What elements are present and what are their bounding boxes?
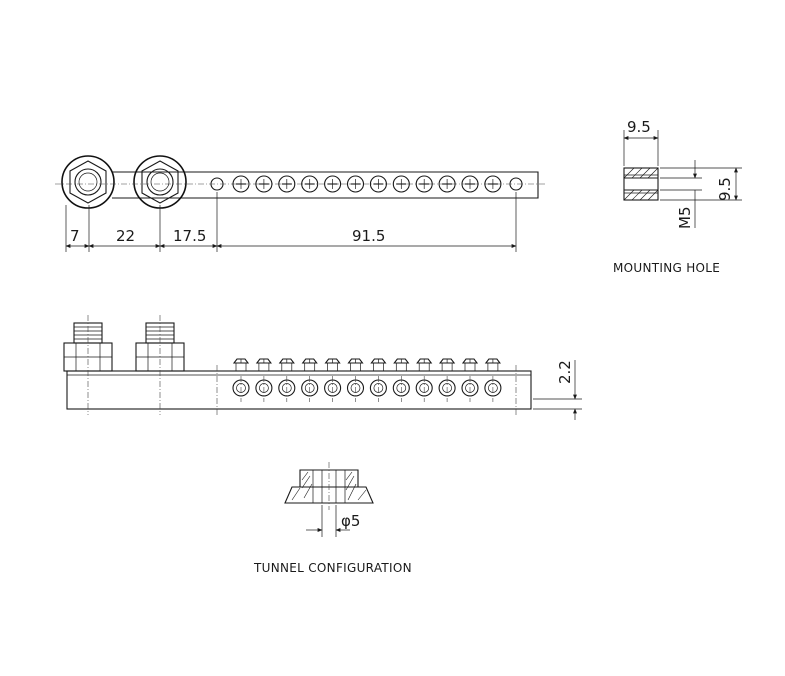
dim-mount-height: 9.5 xyxy=(716,177,734,201)
side-terminal xyxy=(484,358,502,402)
dim-17-5: 17.5 xyxy=(173,227,206,245)
top-screw-head xyxy=(255,175,273,193)
side-terminal xyxy=(415,358,433,402)
dim-22: 22 xyxy=(116,227,135,245)
side-bar xyxy=(66,370,532,410)
caption-mounting-hole: MOUNTING HOLE xyxy=(613,261,720,275)
side-terminal xyxy=(438,358,456,402)
side-view: 2.2 xyxy=(63,315,582,420)
top-screw-head xyxy=(346,175,365,193)
dim-7: 7 xyxy=(70,227,80,245)
dim-thread: M5 xyxy=(676,207,694,230)
top-bar-outline xyxy=(112,171,539,199)
side-terminal xyxy=(346,358,365,402)
dim-mount-width: 9.5 xyxy=(627,118,651,136)
top-screw-head xyxy=(324,175,342,193)
top-screw-head xyxy=(278,175,296,193)
caption-tunnel-configuration: TUNNEL CONFIGURATION xyxy=(253,561,412,575)
dim-side-height: 2.2 xyxy=(556,360,574,384)
top-screw-row xyxy=(232,175,502,193)
side-terminal xyxy=(255,358,273,402)
top-screw-head xyxy=(484,175,502,193)
top-view: 7 22 17.5 91.5 xyxy=(55,155,545,252)
top-screw-head xyxy=(438,175,456,193)
side-terminal xyxy=(369,358,387,402)
top-screw-head xyxy=(232,175,250,193)
side-terminal xyxy=(324,358,342,402)
stud-right xyxy=(135,315,185,415)
tunnel-detail: φ5 TUNNEL CONFIGURATION xyxy=(253,462,412,575)
mounting-hole-detail: 9.5 9.5 M5 MOUNTING HOLE xyxy=(613,118,742,275)
top-screw-head xyxy=(392,175,410,193)
side-terminal xyxy=(301,358,319,402)
top-screw-head xyxy=(415,175,433,193)
side-terminal xyxy=(461,358,479,402)
top-screw-head xyxy=(369,175,387,193)
stud-nut-left xyxy=(61,155,115,209)
dim-91-5: 91.5 xyxy=(352,227,385,245)
side-terminal xyxy=(392,358,410,402)
stud-left xyxy=(63,315,113,415)
top-screw-head xyxy=(301,175,319,193)
stud-nut-right xyxy=(133,155,187,209)
dim-tunnel-diameter: φ5 xyxy=(341,512,360,530)
side-terminal xyxy=(232,358,250,402)
side-screw-row xyxy=(232,358,502,402)
side-terminal xyxy=(278,358,296,402)
top-screw-head xyxy=(461,175,479,193)
